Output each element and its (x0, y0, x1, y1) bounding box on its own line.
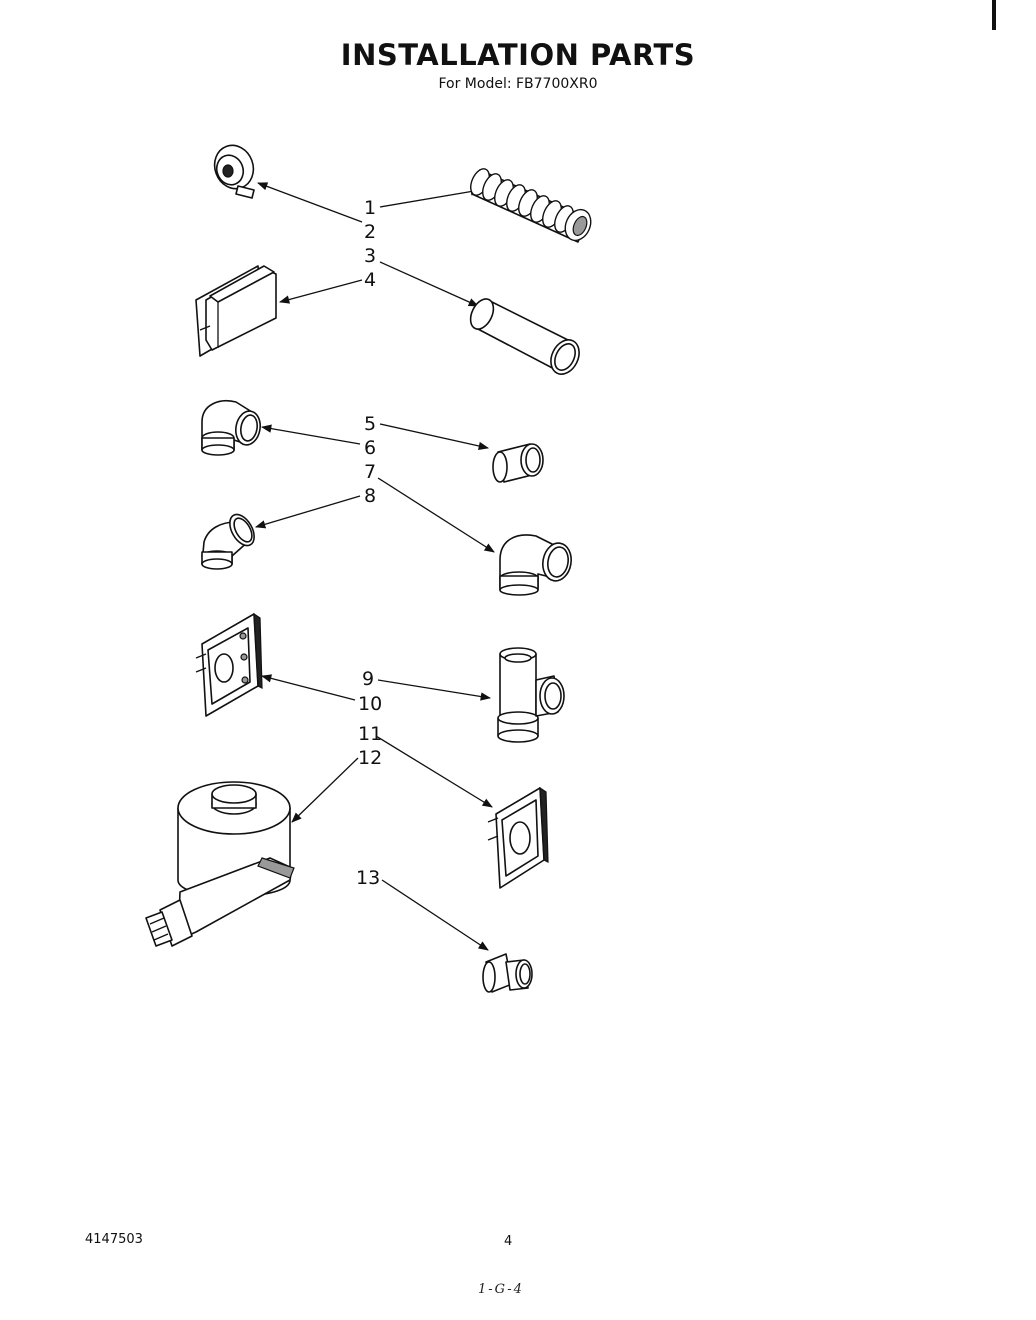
leader-5 (379, 423, 490, 451)
model-subtitle: For Model: FB7700XR0 (438, 76, 598, 92)
leader-9 (377, 679, 492, 701)
mounting-plate-part-11 (487, 786, 549, 889)
rigid-duct-part (469, 298, 580, 375)
callout-1: 1 (364, 197, 376, 219)
leader-12 (291, 757, 359, 823)
callout-5: 5 (364, 413, 376, 435)
scan-edge-mark (992, 0, 996, 30)
flexible-duct-part (470, 168, 592, 243)
vent-clamp-part (213, 144, 255, 199)
callout-4: 4 (364, 269, 376, 291)
callout-11: 11 (358, 723, 382, 745)
callout-3: 3 (364, 245, 376, 267)
exhaust-hood-part (195, 265, 277, 357)
callout-12: 12 (358, 747, 382, 769)
callout-13: 13 (356, 867, 380, 889)
leader-11 (375, 735, 493, 808)
callout-8: 8 (364, 485, 376, 507)
callout-6: 6 (364, 437, 376, 459)
callout-7: 7 (364, 461, 376, 483)
leader-4 (278, 279, 363, 304)
callout-10: 10 (358, 693, 382, 715)
leader-7 (377, 477, 495, 553)
page-title: INSTALLATION PARTS (340, 38, 696, 72)
handwritten-code: 1-G-4 (478, 1282, 524, 1297)
elbow-part-6 (201, 400, 261, 456)
leader-2 (257, 182, 363, 223)
leader-13 (381, 879, 489, 951)
tee-part (497, 647, 565, 743)
coupling-part (492, 443, 544, 483)
callout-9: 9 (362, 668, 374, 690)
page-number: 4 (504, 1234, 513, 1249)
leader-6 (260, 424, 361, 445)
cement-and-tape-kit-part (145, 781, 295, 947)
leader-10 (260, 674, 356, 701)
leader-1 (379, 187, 482, 208)
document-number: 4147503 (85, 1232, 143, 1247)
elbow-part-7 (499, 534, 572, 596)
mounting-plate-part-10 (195, 612, 263, 717)
leader-3 (379, 261, 479, 307)
reducer-part (482, 953, 533, 993)
45-degree-elbow-part (201, 513, 255, 570)
callout-2: 2 (364, 221, 376, 243)
leader-8 (255, 495, 361, 529)
